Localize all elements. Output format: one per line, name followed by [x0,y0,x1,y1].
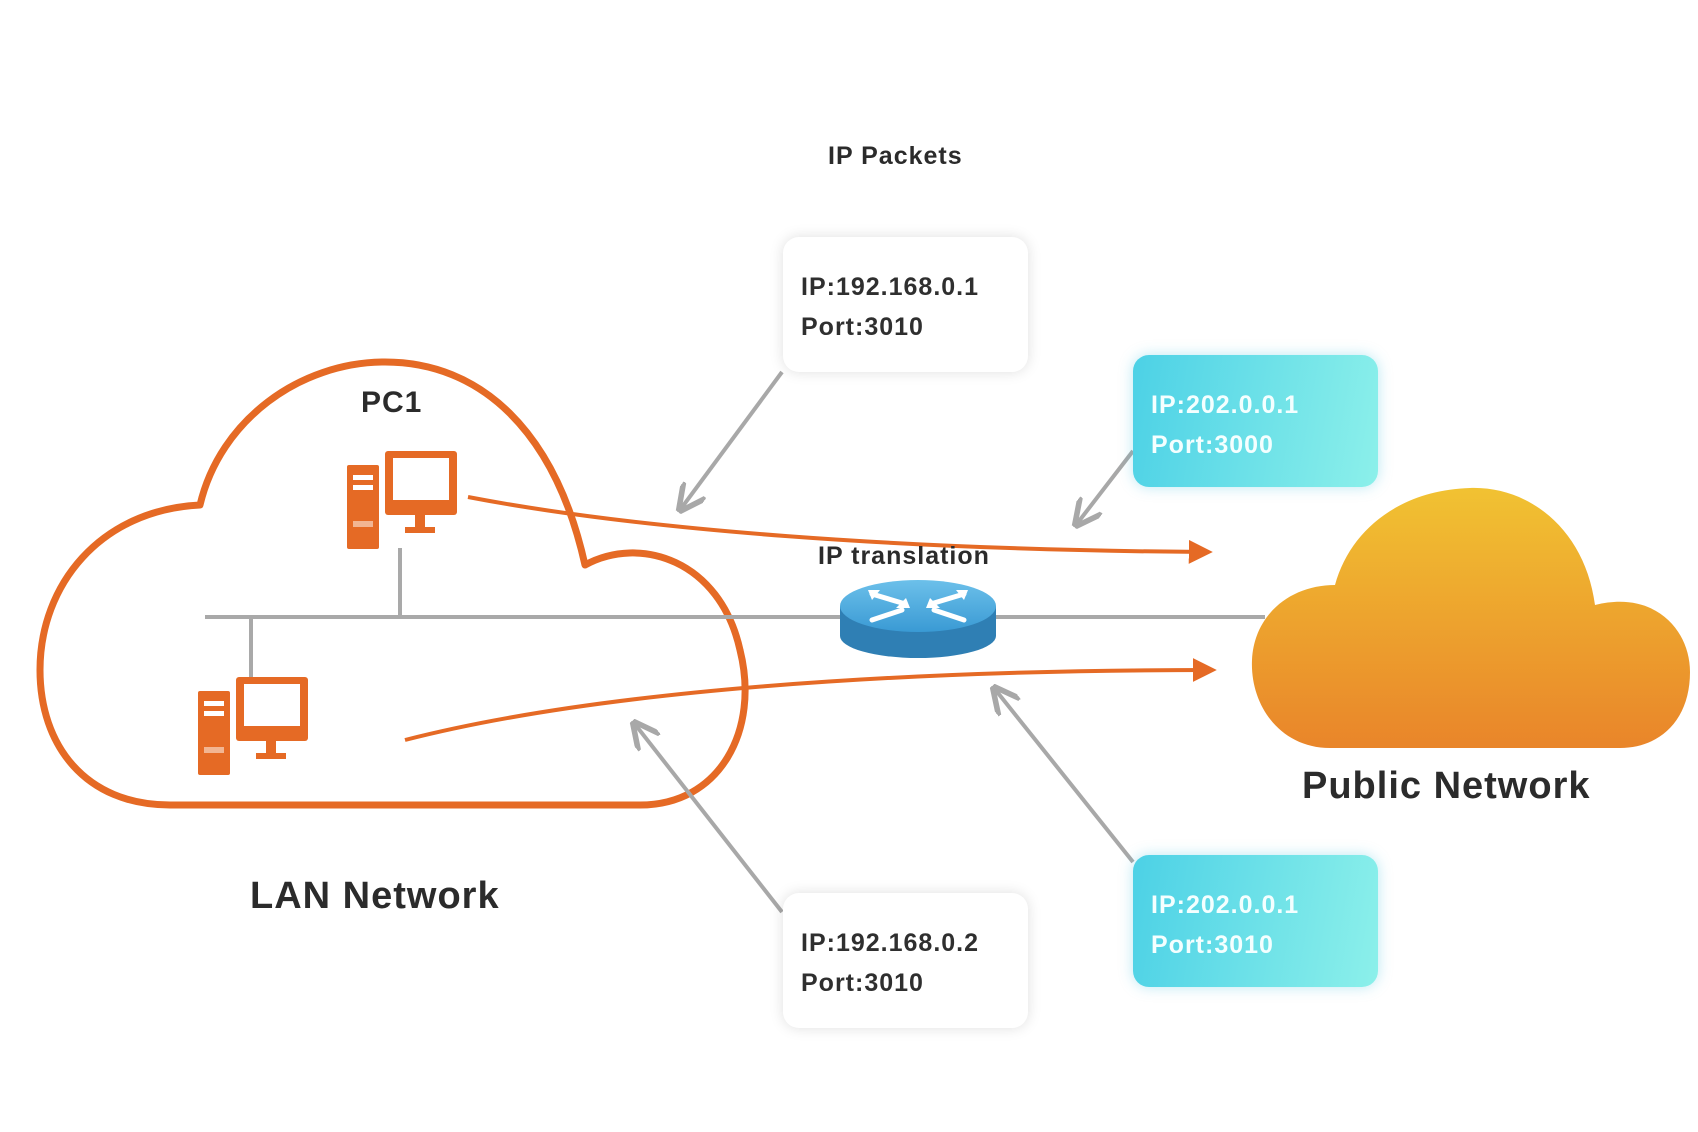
packet-port: Port:3010 [1151,931,1274,959]
pointer-arrow [1076,449,1135,525]
pc-icon [347,451,457,549]
packet-box-pc1-translated: IP:202.0.0.1 Port:3000 [1133,355,1378,487]
packet-port: Port:3010 [801,969,924,997]
packet-ip: IP:202.0.0.1 [1151,891,1300,919]
public-network-label: Public Network [1302,765,1591,807]
router-icon [840,580,996,658]
pc-icon [198,677,308,775]
lan-cloud-icon [36,358,749,809]
packet-box-pc2-source: IP:192.168.0.2 Port:3010 [783,893,1028,1028]
diagram-title: IP Packets [828,142,963,170]
pointer-arrow [994,688,1135,864]
lan-network-label: LAN Network [250,875,500,917]
public-cloud-icon [1251,487,1690,748]
flow-arrow-pc1 [467,495,1213,564]
pc1-label: PC1 [361,386,423,419]
ip-translation-label: IP translation [818,542,990,570]
packet-port: Port:3000 [1151,431,1274,459]
flow-arrow-pc2 [404,658,1217,742]
packet-box-pc2-translated: IP:202.0.0.1 Port:3010 [1133,855,1378,987]
pointer-arrow [680,370,784,510]
packet-ip: IP:192.168.0.1 [801,273,980,301]
packet-port: Port:3010 [801,313,924,341]
packet-box-pc1-source: IP:192.168.0.1 Port:3010 [783,237,1028,372]
packet-ip: IP:192.168.0.2 [801,929,980,957]
pointer-arrow [634,723,784,914]
packet-ip: IP:202.0.0.1 [1151,391,1300,419]
